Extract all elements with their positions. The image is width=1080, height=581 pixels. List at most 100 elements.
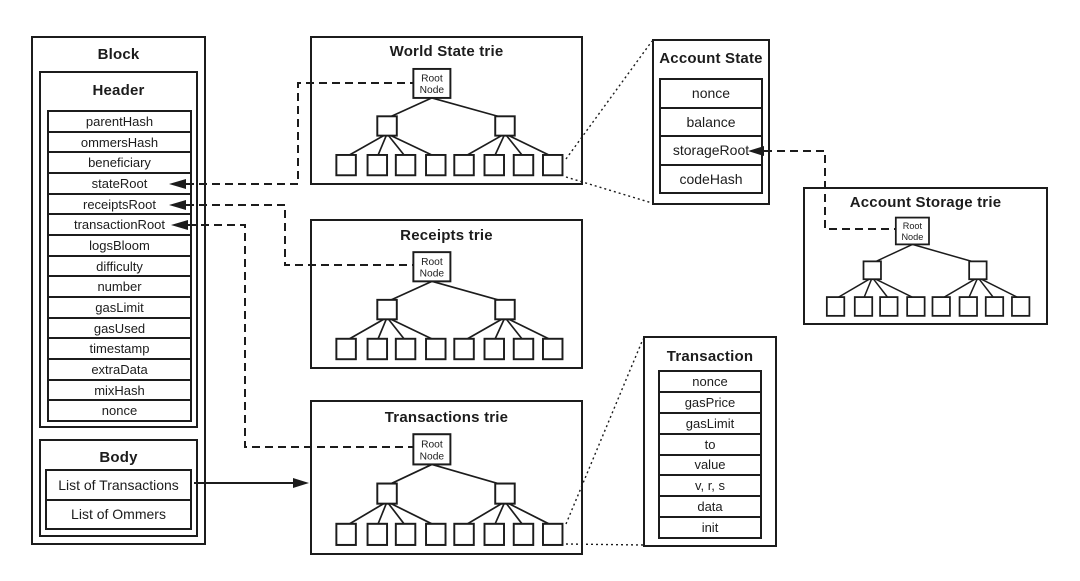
header-field-parenthash: parentHash (49, 112, 190, 133)
trie-leaf-node (453, 522, 475, 546)
account-state-field-codehash: codeHash (661, 165, 761, 192)
trie-edge (493, 501, 506, 527)
trie-leaf-node (453, 337, 475, 361)
trie-leaf-node (483, 154, 505, 177)
trie-edge (504, 500, 554, 527)
root-node-label: Node (420, 85, 445, 96)
transaction-field-gaslimit: gasLimit (660, 413, 760, 435)
trie-leaf-node (984, 296, 1005, 317)
trie-edge (386, 132, 437, 158)
header-field-stateroot: stateRoot (49, 174, 190, 195)
trie-leaf-node (394, 337, 417, 361)
header-field-gaslimit: gasLimit (49, 298, 190, 319)
trie-leaf-node (853, 296, 874, 317)
trie-branch-node (494, 298, 516, 321)
trie-edge (912, 243, 979, 264)
trie-root-node (412, 251, 452, 283)
header-field-extradata: extraData (49, 360, 190, 381)
trie-edge (463, 132, 506, 158)
root-node-label: Root (421, 74, 443, 85)
trie-edge (504, 316, 554, 342)
transactions-trie-title: Transactions trie (384, 409, 509, 426)
root-node-label: Root (421, 257, 443, 268)
header-field-receiptsroot: receiptsRoot (49, 194, 190, 216)
list-of-transactions-arrowhead-icon (293, 478, 309, 488)
trie-leaf-node (335, 522, 357, 546)
header-field-gasused: gasUsed (49, 318, 190, 340)
world-state-trie-title: World State trie (389, 43, 504, 60)
trie-edge (431, 463, 506, 487)
trie-edge (977, 276, 1022, 300)
trie-edge (386, 97, 433, 119)
trie-leaf-node (366, 522, 389, 546)
trie-branch-node (494, 482, 516, 505)
root-node-label: Root (903, 221, 923, 231)
trie-edge (386, 316, 407, 342)
trie-leaf-node (906, 296, 926, 317)
trie-leaf-node (483, 522, 505, 546)
trie-edge (504, 316, 525, 342)
trie-leaf-node (879, 296, 899, 317)
trie-edge (463, 500, 506, 527)
trie-leaf-node (512, 154, 535, 177)
trie-edge (345, 500, 388, 527)
account-state-field-balance: balance (661, 108, 761, 137)
account-state-box: Account State nonce balance storageRoot … (652, 39, 770, 205)
account-state-title: Account State (659, 50, 763, 67)
trie-edge (835, 276, 873, 300)
body-item-list: List of Transactions List of Ommers (45, 469, 192, 530)
transaction-field-data: data (660, 497, 760, 519)
trie-edge (431, 97, 506, 120)
trie-edge (386, 133, 407, 158)
root-node-label: Node (420, 268, 445, 279)
trie-leaf-node (542, 522, 564, 546)
transaction-field-to: to (660, 434, 760, 456)
trie-edge (376, 501, 388, 527)
header-field-ommershash: ommersHash (49, 132, 190, 154)
trie-edge (493, 317, 506, 342)
trie-edge (967, 277, 979, 300)
transaction-field-gasprice: gasPrice (660, 392, 760, 414)
trie-edge (977, 276, 996, 300)
trie-edge (431, 280, 506, 303)
transaction-title: Transaction (666, 348, 754, 365)
trie-edge (504, 501, 525, 527)
trie-edge (386, 280, 433, 303)
trie-edge (871, 243, 913, 264)
block-title: Block (97, 46, 140, 63)
trie-edge (386, 316, 437, 342)
transaction-box: Transaction nonce gasPrice gasLimit to v… (643, 336, 777, 547)
trie-leaf-node (425, 154, 447, 177)
header-field-list: parentHash ommersHash beneficiary stateR… (47, 110, 192, 422)
trie-branch-node (376, 482, 398, 505)
header-field-nonce: nonce (49, 401, 190, 421)
header-field-difficulty: difficulty (49, 256, 190, 278)
root-node-label: Node (420, 451, 445, 462)
account-state-field-nonce: nonce (661, 80, 761, 109)
trie-edge (504, 132, 554, 158)
account-state-field-storageroot: storageRoot (661, 137, 761, 166)
header-field-beneficiary: beneficiary (49, 153, 190, 175)
transaction-field-list: nonce gasPrice gasLimit to value v, r, s… (658, 370, 762, 539)
trie-leaf-node (453, 154, 475, 177)
trie-edge (386, 463, 433, 487)
header-field-timestamp: timestamp (49, 339, 190, 361)
trie-leaf-node (335, 337, 357, 361)
header-field-mixhash: mixHash (49, 380, 190, 402)
trie-edge (345, 132, 388, 158)
transaction-field-init: init (660, 518, 760, 537)
receipts-trie-title: Receipts trie (400, 227, 493, 244)
trie-leaf-node (958, 296, 978, 317)
trie-edge (871, 276, 890, 300)
trie-branch-node (862, 260, 882, 281)
trie-edge (345, 316, 388, 342)
trie-branch-node (494, 115, 516, 137)
transaction-field-nonce: nonce (660, 372, 760, 393)
trie-leaf-node (366, 154, 389, 177)
